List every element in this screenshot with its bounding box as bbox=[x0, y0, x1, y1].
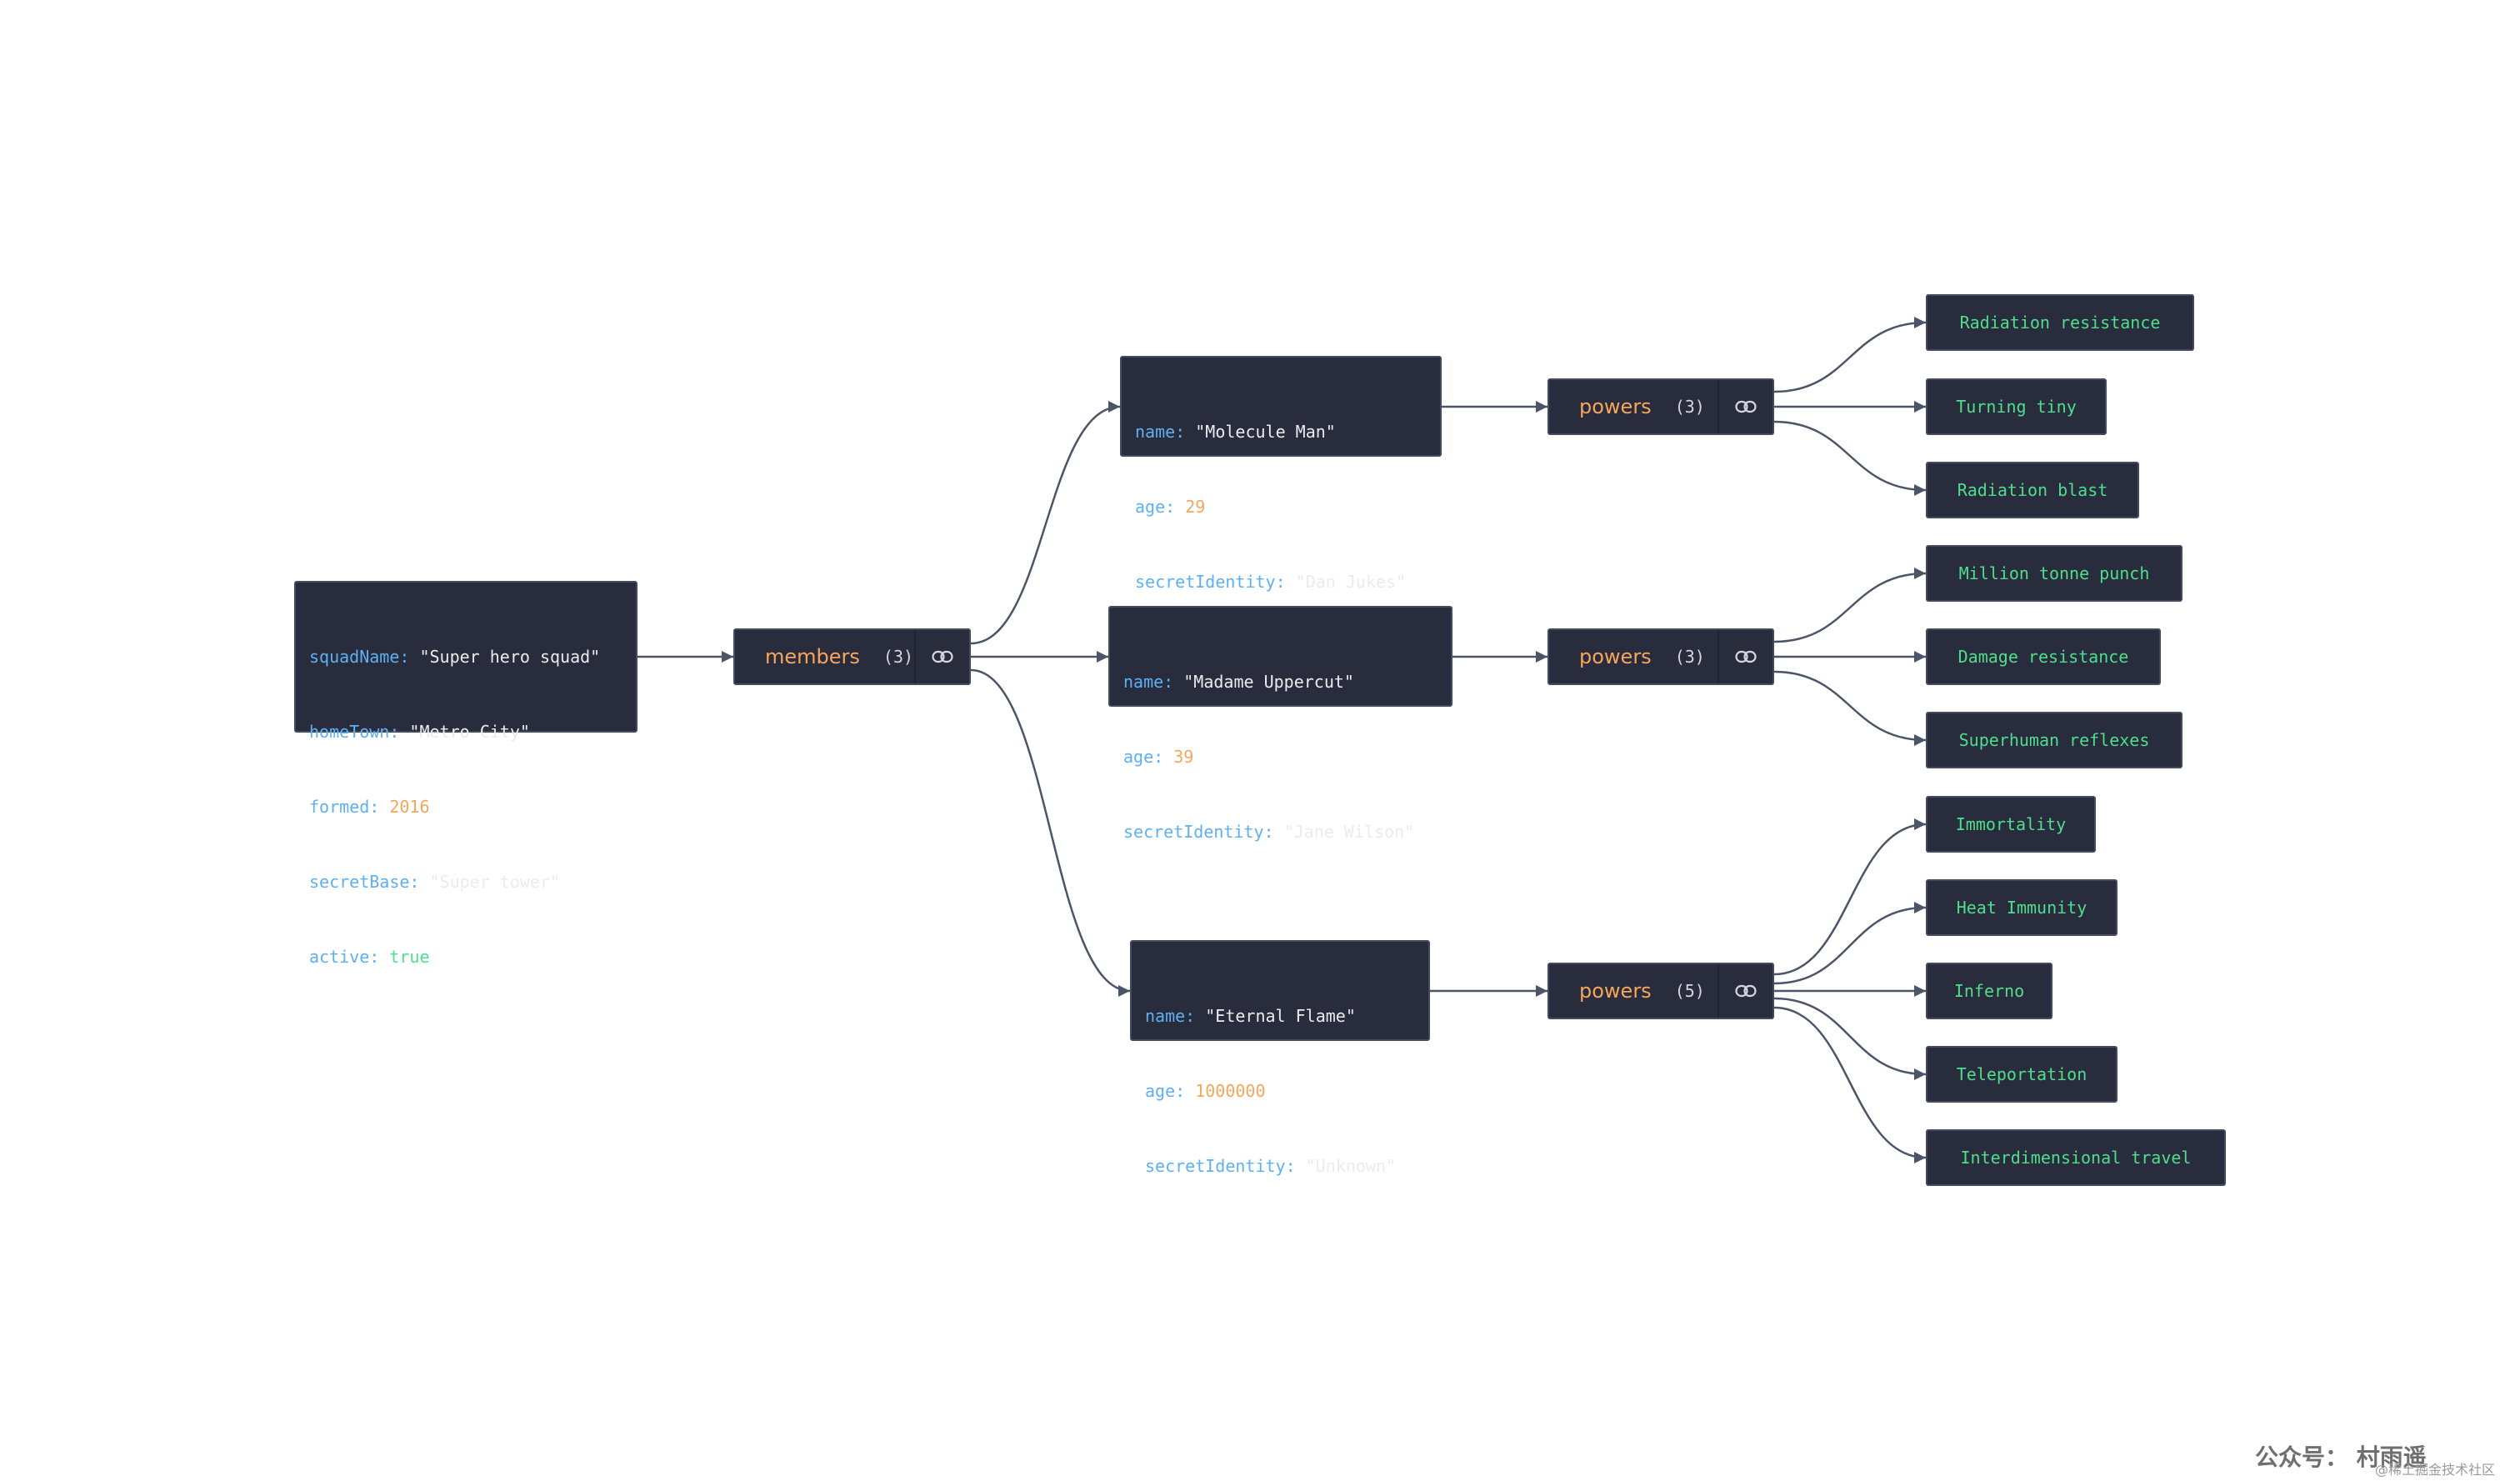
member-object-node[interactable]: name: "Eternal Flame" age: 1000000 secre… bbox=[1130, 940, 1430, 1176]
field-key: age: bbox=[1145, 1081, 1196, 1101]
member-object-node[interactable]: name: "Molecule Man" age: 29 secretIdent… bbox=[1120, 356, 1442, 592]
power-leaf-node[interactable]: Damage resistance bbox=[1926, 628, 2161, 685]
array-count: (3) bbox=[882, 647, 914, 667]
field-value: "Metro City" bbox=[409, 722, 530, 742]
watermark-text: 公众号： 村雨遥 bbox=[2255, 1443, 2427, 1471]
edge-arrow bbox=[1773, 997, 1927, 1080]
field-row: squadName: "Super hero squad" bbox=[309, 644, 622, 669]
field-row: active: true bbox=[309, 944, 622, 969]
array-name: powers bbox=[1579, 645, 1652, 668]
field-row: secretIdentity: "Dan Jukes" bbox=[1135, 569, 1427, 594]
array-name: powers bbox=[1579, 395, 1652, 418]
field-key: secretIdentity: bbox=[1135, 572, 1296, 592]
field-value: 29 bbox=[1185, 497, 1206, 517]
field-value: true bbox=[389, 947, 430, 967]
member-object-node[interactable]: name: "Madame Uppercut" age: 39 secretId… bbox=[1108, 606, 1452, 842]
field-value: "Super hero squad" bbox=[419, 647, 601, 667]
field-row: secretIdentity: "Jane Wilson" bbox=[1123, 819, 1438, 844]
link-icon[interactable] bbox=[914, 630, 969, 683]
field-value: "Dan Jukes" bbox=[1295, 572, 1407, 592]
field-value: "Eternal Flame" bbox=[1205, 1006, 1356, 1026]
field-row: secretIdentity: "Unknown" bbox=[1145, 1153, 1415, 1178]
field-value: 2016 bbox=[389, 797, 430, 817]
field-key: secretBase: bbox=[309, 872, 430, 892]
powers-array-node[interactable]: powers (3) bbox=[1548, 628, 1774, 685]
power-leaf-node[interactable]: Interdimensional travel bbox=[1926, 1129, 2226, 1186]
field-row: name: "Molecule Man" bbox=[1135, 419, 1427, 444]
powers-array-node[interactable]: powers (3) bbox=[1548, 378, 1774, 435]
link-icon[interactable] bbox=[1718, 964, 1772, 1018]
power-leaf-node[interactable]: Teleportation bbox=[1926, 1046, 2118, 1103]
field-row: secretBase: "Super tower" bbox=[309, 869, 622, 894]
power-leaf-node[interactable]: Inferno bbox=[1926, 963, 2052, 1019]
field-row: age: 39 bbox=[1123, 744, 1438, 769]
field-value: "Super tower" bbox=[429, 872, 561, 892]
link-icon[interactable] bbox=[1718, 630, 1772, 683]
array-count: (3) bbox=[1674, 397, 1705, 417]
field-value: 39 bbox=[1173, 747, 1194, 767]
power-leaf-node[interactable]: Superhuman reflexes bbox=[1926, 712, 2182, 768]
edge-arrow bbox=[970, 668, 1131, 997]
field-row: age: 29 bbox=[1135, 494, 1427, 519]
array-name: members bbox=[765, 645, 860, 668]
field-row: name: "Madame Uppercut" bbox=[1123, 669, 1438, 694]
power-leaf-node[interactable]: Immortality bbox=[1926, 796, 2096, 853]
members-array-node[interactable]: members (3) bbox=[733, 628, 971, 685]
field-key: formed: bbox=[309, 797, 390, 817]
field-row: formed: 2016 bbox=[309, 794, 622, 819]
edge-arrow bbox=[1773, 670, 1927, 746]
edge-arrow bbox=[1773, 818, 1927, 976]
array-count: (3) bbox=[1674, 647, 1705, 667]
root-object-node[interactable]: squadName: "Super hero squad" homeTown: … bbox=[294, 581, 638, 967]
field-value: "Jane Wilson" bbox=[1283, 822, 1415, 842]
edge-arrow bbox=[1773, 902, 1927, 985]
link-icon[interactable] bbox=[1718, 380, 1772, 433]
power-leaf-node[interactable]: Radiation resistance bbox=[1926, 294, 2194, 351]
power-leaf-node[interactable]: Heat Immunity bbox=[1926, 879, 2118, 936]
field-value: "Unknown" bbox=[1305, 1156, 1397, 1176]
array-count: (5) bbox=[1674, 981, 1705, 1001]
edge-arrow bbox=[1773, 568, 1927, 643]
field-row: age: 1000000 bbox=[1145, 1078, 1415, 1103]
field-row: homeTown: "Metro City" bbox=[309, 719, 622, 744]
edge-arrow bbox=[1773, 1006, 1927, 1163]
power-leaf-node[interactable]: Radiation blast bbox=[1926, 462, 2139, 518]
field-key: homeTown: bbox=[309, 722, 410, 742]
field-key: name: bbox=[1135, 422, 1196, 442]
field-value: 1000000 bbox=[1195, 1081, 1266, 1101]
field-key: secretIdentity: bbox=[1145, 1156, 1306, 1176]
field-key: name: bbox=[1145, 1006, 1206, 1026]
edge-arrow bbox=[1773, 420, 1927, 496]
power-leaf-node[interactable]: Turning tiny bbox=[1926, 378, 2107, 435]
field-value: "Madame Uppercut" bbox=[1183, 672, 1354, 692]
powers-array-node[interactable]: powers (5) bbox=[1548, 963, 1774, 1019]
field-value: "Molecule Man" bbox=[1195, 422, 1336, 442]
edge-arrow bbox=[970, 401, 1121, 645]
power-leaf-node[interactable]: Million tonne punch bbox=[1926, 545, 2182, 602]
field-key: name: bbox=[1123, 672, 1184, 692]
field-row: name: "Eternal Flame" bbox=[1145, 1003, 1415, 1028]
field-key: age: bbox=[1123, 747, 1174, 767]
array-name: powers bbox=[1579, 979, 1652, 1003]
edge-arrow bbox=[1773, 317, 1927, 393]
field-key: age: bbox=[1135, 497, 1186, 517]
field-key: secretIdentity: bbox=[1123, 822, 1284, 842]
watermark-small-text: @稀土掘金技术社区 bbox=[2375, 1462, 2496, 1478]
field-key: active: bbox=[309, 947, 390, 967]
field-key: squadName: bbox=[309, 647, 420, 667]
